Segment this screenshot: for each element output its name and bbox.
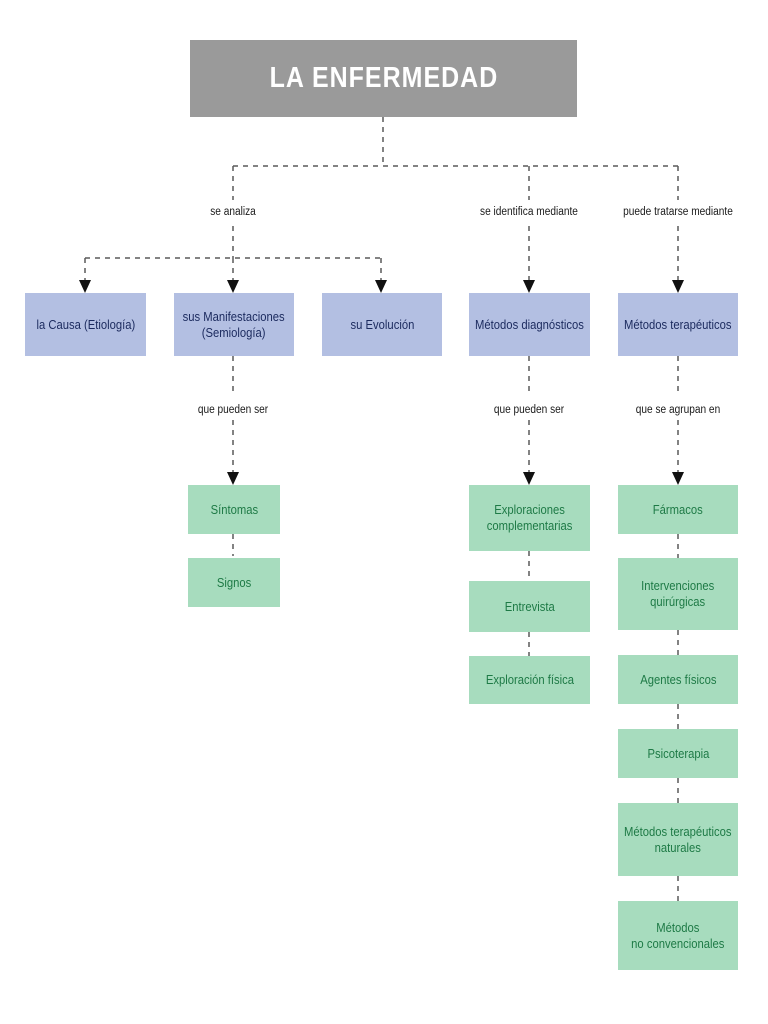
node-metodos-no-convencionales[interactable]: Métodos no convencionales	[618, 901, 738, 970]
arrowhead-evolucion	[375, 280, 387, 293]
node-exploracion-fisica[interactable]: Exploración física	[469, 656, 590, 704]
node-metodos-terapeuticos-naturales[interactable]: Métodos terapéuticos naturales	[618, 803, 738, 876]
arrowhead-manifestaciones	[227, 280, 239, 293]
edge-label-se-identifica-mediante: se identifica mediante	[480, 206, 578, 218]
node-manifestaciones-line2: (Semiología)	[202, 325, 266, 340]
node-no-convencionales-line2: no convencionales	[631, 936, 725, 951]
root-node[interactable]: LA ENFERMEDAD	[190, 40, 577, 117]
node-sintomas-label: Síntomas	[210, 502, 258, 517]
node-exploraciones-complementarias-label: Exploraciones complementarias	[487, 502, 573, 534]
edge-label-que-pueden-ser-diagnosticos: que pueden ser	[493, 404, 565, 416]
node-sus-manifestaciones-semiologia-label: sus Manifestaciones (Semiología)	[183, 309, 285, 341]
arrowhead-exploraciones	[523, 472, 535, 485]
node-signos-label: Signos	[216, 575, 252, 590]
node-intervenciones-quirurgicas-label: Intervenciones quirúrgicas	[641, 578, 714, 610]
node-metodos-terapeuticos[interactable]: Métodos terapéuticos	[618, 293, 738, 356]
node-farmacos-label: Fármacos	[652, 502, 704, 517]
node-manifestaciones-line1: sus Manifestaciones	[183, 309, 285, 324]
node-sintomas[interactable]: Síntomas	[188, 485, 280, 534]
node-farmacos[interactable]: Fármacos	[618, 485, 738, 534]
edge-label-que-se-agrupan-en: que se agrupan en	[635, 404, 721, 416]
node-exploraciones-complementarias[interactable]: Exploraciones complementarias	[469, 485, 590, 551]
node-intervenciones-line2: quirúrgicas	[650, 595, 706, 609]
node-metodos-terapeuticos-naturales-label: Métodos terapéuticos naturales	[624, 824, 732, 856]
node-su-evolucion-label: su Evolución	[350, 317, 414, 332]
node-agentes-fisicos[interactable]: Agentes físicos	[618, 655, 738, 704]
node-la-causa-etiologia[interactable]: la Causa (Etiología)	[25, 293, 146, 356]
node-naturales-line1: Métodos terapéuticos	[624, 824, 732, 839]
node-agentes-fisicos-label: Agentes físicos	[639, 672, 717, 687]
node-la-causa-etiologia-label: la Causa (Etiología)	[36, 317, 135, 332]
arrowhead-diagnosticos	[523, 280, 535, 293]
arrowhead-sintomas	[227, 472, 239, 485]
node-no-convencionales-line1: Métodos	[656, 920, 700, 935]
node-metodos-no-convencionales-label: Métodos no convencionales	[631, 920, 724, 952]
arrowhead-causa	[79, 280, 91, 293]
node-metodos-diagnosticos-label: Métodos diagnósticos	[475, 317, 584, 332]
node-entrevista[interactable]: Entrevista	[469, 581, 590, 632]
node-intervenciones-quirurgicas[interactable]: Intervenciones quirúrgicas	[618, 558, 738, 630]
node-metodos-diagnosticos[interactable]: Métodos diagnósticos	[469, 293, 590, 356]
arrowhead-terapeuticos	[672, 280, 684, 293]
root-node-label: LA ENFERMEDAD	[269, 62, 498, 95]
node-entrevista-label: Entrevista	[504, 599, 555, 614]
edge-label-que-pueden-ser-manifestaciones: que pueden ser	[197, 404, 269, 416]
node-psicoterapia[interactable]: Psicoterapia	[618, 729, 738, 778]
node-naturales-line2: naturales	[654, 840, 702, 855]
node-intervenciones-line1: Intervenciones	[641, 579, 715, 593]
node-exploracion-fisica-label: Exploración física	[485, 673, 574, 687]
arrowhead-farmacos	[672, 472, 684, 485]
node-sus-manifestaciones-semiologia[interactable]: sus Manifestaciones (Semiología)	[174, 293, 294, 356]
edge-label-se-analiza: se analiza	[210, 206, 256, 218]
node-exploraciones-line1: Exploraciones	[494, 503, 565, 517]
node-metodos-terapeuticos-label: Métodos terapéuticos	[624, 317, 732, 332]
node-signos[interactable]: Signos	[188, 558, 280, 607]
node-su-evolucion[interactable]: su Evolución	[322, 293, 442, 356]
node-psicoterapia-label: Psicoterapia	[647, 746, 709, 761]
edge-label-puede-tratarse-mediante: puede tratarse mediante	[623, 206, 733, 218]
node-exploraciones-line2: complementarias	[486, 519, 573, 533]
